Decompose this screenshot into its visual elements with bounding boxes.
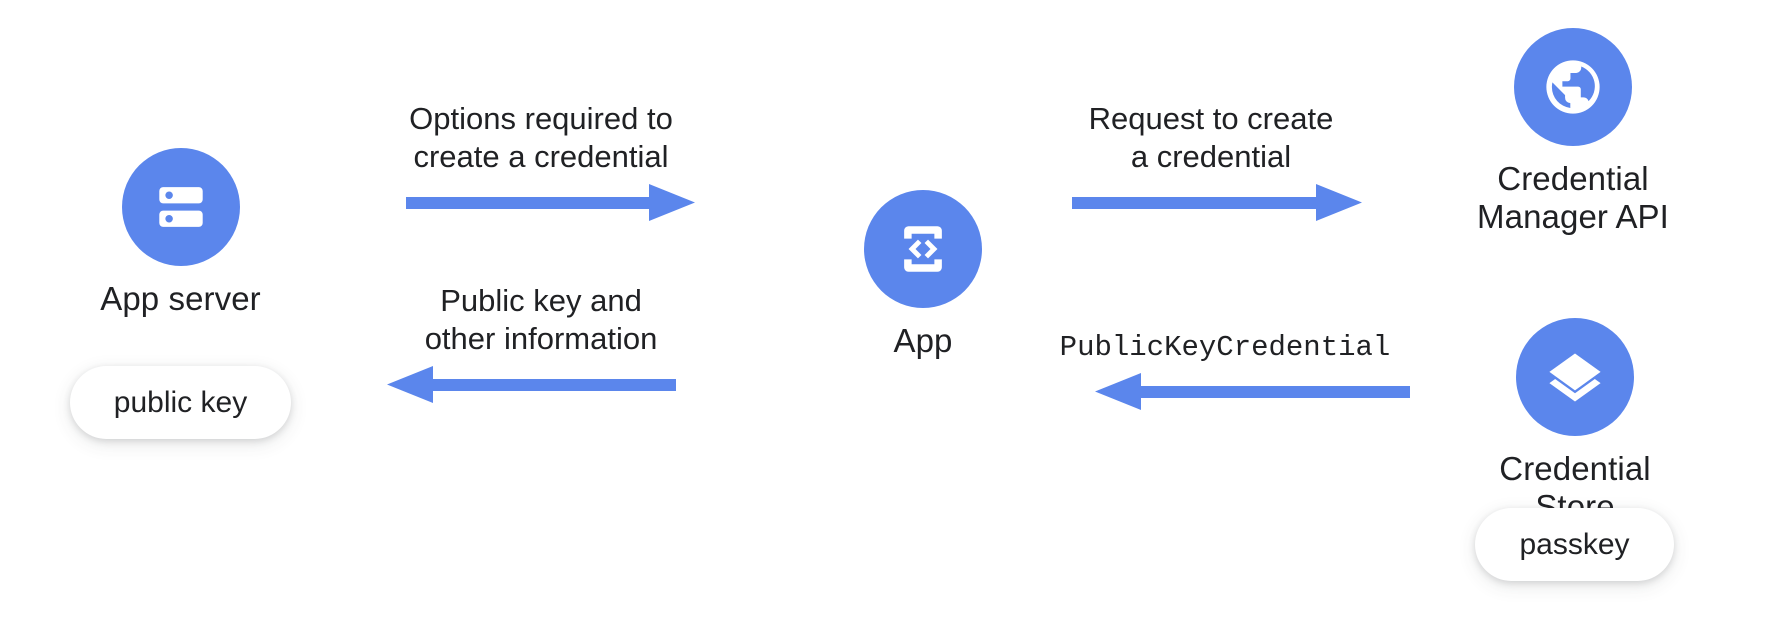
edge-public-key-credential: PublicKeyCredential [1025, 330, 1425, 417]
arrow-left-public-key-credential [1095, 373, 1410, 411]
node-credential-store: Credential Store [1455, 318, 1695, 527]
edge-request-to-create-caption: Request to create a credential [1088, 101, 1334, 174]
passkey-pill: passkey [1475, 508, 1674, 581]
globe-icon [1514, 28, 1632, 146]
node-app-label: App [893, 322, 953, 359]
node-credential-store-pill-wrap: passkey [1408, 508, 1741, 581]
arrow-right-options-required [406, 183, 695, 221]
layers-icon [1516, 318, 1634, 436]
node-app-server: App server [58, 148, 303, 318]
node-credential-store-label: Credential Store [1499, 450, 1651, 526]
public-key-pill: public key [69, 366, 292, 439]
app-code-device-icon [864, 190, 982, 308]
edge-public-key-and-other-information: Public key and other information [375, 282, 707, 410]
edge-request-to-create: Request to create a credential [1045, 100, 1377, 228]
server-icon [121, 148, 240, 266]
edge-public-key-and-other-information-caption: Public key and other information [424, 283, 658, 356]
arrow-left-public-key [387, 365, 676, 403]
arrow-right-request-to-create [1072, 183, 1362, 221]
node-app: App [831, 190, 1015, 360]
edge-options-required-caption: Options required to create a credential [409, 101, 673, 174]
node-app-server-label: App server [100, 280, 261, 317]
node-credential-manager-api: Credential Manager API [1458, 28, 1688, 237]
node-credential-manager-api-label: Credential Manager API [1477, 160, 1669, 236]
node-app-server-pill-wrap: public key [14, 366, 347, 439]
edge-options-required: Options required to create a credential [375, 100, 707, 228]
edge-public-key-credential-caption: PublicKeyCredential [1059, 331, 1391, 364]
